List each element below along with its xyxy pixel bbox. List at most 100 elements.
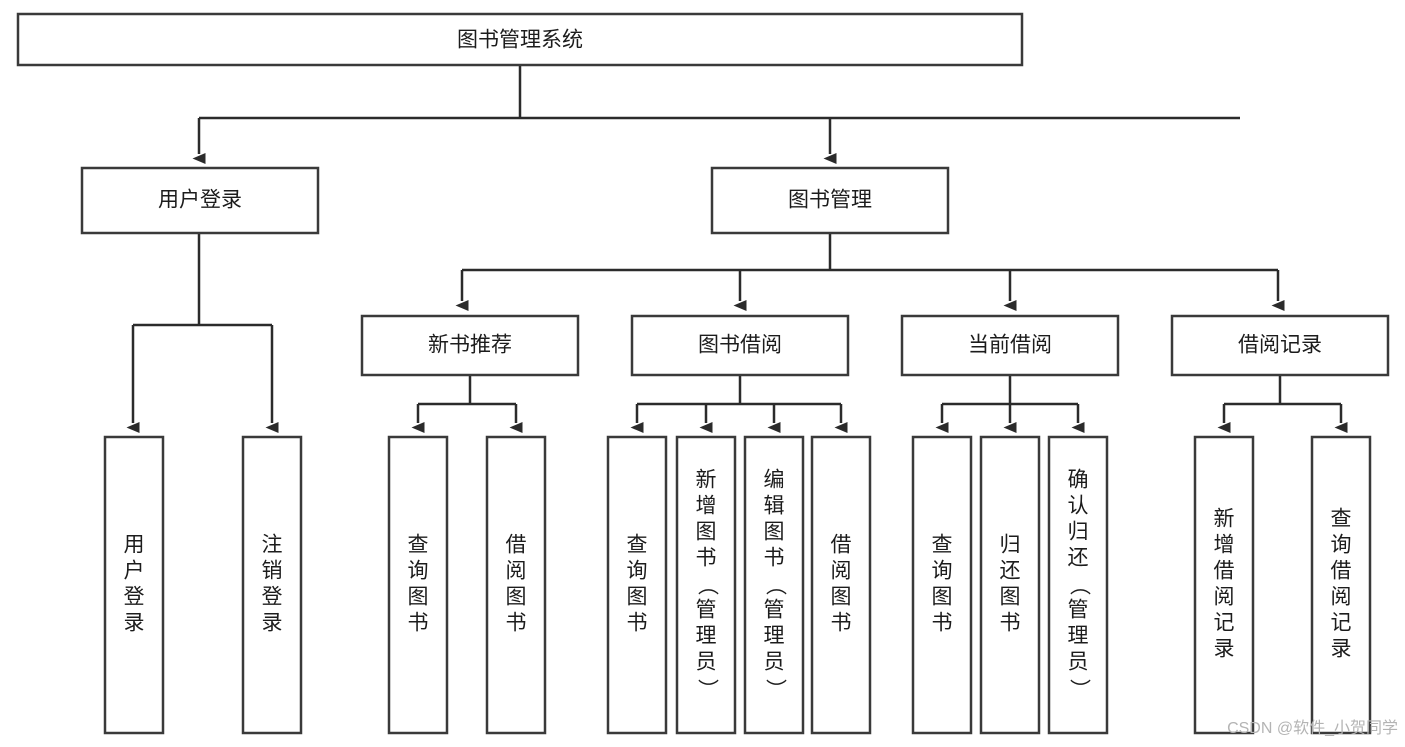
svg-text:用: 用 [124,534,145,557]
connectors-book-management [455,233,1285,311]
svg-text:阅: 阅 [831,560,852,583]
svg-text:书: 书 [627,612,648,635]
leaf-box[interactable] [606,435,668,735]
node-new-book-recommend-box[interactable] [360,314,580,377]
node-borrow-record-box[interactable] [1170,314,1390,377]
node-current-borrow[interactable]: 当前借阅 [900,314,1120,377]
svg-text:理: 理 [764,625,785,648]
leaf-box[interactable] [1047,435,1109,735]
node-book-management-label: 图书管理 [788,189,872,212]
leaf-box[interactable] [387,435,449,735]
svg-text:（: （ [763,575,786,596]
node-current-borrow-box[interactable] [900,314,1120,377]
svg-text:增: 增 [1214,534,1235,557]
leaf-user-login-0[interactable]: 用户登录 [103,435,165,735]
node-root-box[interactable] [16,12,1024,67]
svg-text:阅: 阅 [506,560,527,583]
node-book-borrow[interactable]: 图书借阅 [630,314,850,377]
svg-text:登: 登 [262,586,283,609]
node-book-borrow-label: 图书借阅 [698,334,782,357]
node-user-login[interactable]: 用户登录 [80,166,320,235]
leaf-box[interactable] [1310,435,1372,735]
svg-text:阅: 阅 [1331,586,1352,609]
svg-text:员: 员 [764,651,785,674]
svg-text:借: 借 [1214,560,1235,583]
svg-text:）: ） [1067,679,1090,700]
svg-text:书: 书 [506,612,527,635]
leaf-box[interactable] [1193,435,1255,735]
svg-text:书: 书 [932,612,953,635]
leaf-box[interactable] [743,435,805,735]
leaf-box[interactable] [103,435,165,735]
leaf-label: 用户登录 [124,534,145,635]
svg-text:借: 借 [506,534,527,557]
leaf-box[interactable] [911,435,973,735]
connectors-book-borrow [630,375,848,433]
svg-text:）: ） [695,679,718,700]
svg-text:借: 借 [1331,560,1352,583]
svg-text:询: 询 [1331,534,1352,557]
leaf-box[interactable] [241,435,303,735]
svg-text:录: 录 [124,612,145,635]
connectors-root [192,65,1240,164]
node-user-login-box[interactable] [80,166,320,235]
leaf-box[interactable] [810,435,872,735]
svg-text:员: 员 [1068,651,1089,674]
svg-text:销: 销 [262,560,283,583]
svg-text:图: 图 [932,586,953,609]
svg-text:）: ） [763,679,786,700]
svg-text:员: 员 [696,651,717,674]
svg-text:查: 查 [627,534,648,557]
svg-text:登: 登 [124,586,145,609]
svg-text:图: 图 [506,586,527,609]
svg-text:图: 图 [696,521,717,544]
node-new-book-recommend-label: 新书推荐 [428,334,512,357]
svg-text:归: 归 [1000,534,1021,557]
node-root[interactable]: 图书管理系统 [16,12,1024,67]
node-borrow-record-label: 借阅记录 [1238,334,1322,357]
node-new-book-recommend[interactable]: 新书推荐 [360,314,580,377]
svg-text:图: 图 [408,586,429,609]
connectors-borrow-record [1217,375,1348,433]
svg-text:（: （ [695,575,718,596]
svg-text:图: 图 [764,521,785,544]
svg-text:辑: 辑 [764,495,785,518]
svg-text:询: 询 [627,560,648,583]
connectors-current-borrow [935,375,1085,433]
svg-text:还: 还 [1068,547,1089,570]
svg-text:认: 认 [1068,495,1089,518]
node-user-login-label: 用户登录 [158,189,242,212]
svg-text:（: （ [1067,575,1090,596]
svg-text:还: 还 [1000,560,1021,583]
leaf-box[interactable] [485,435,547,735]
node-book-borrow-box[interactable] [630,314,850,377]
svg-text:管: 管 [764,599,785,622]
svg-text:查: 查 [1331,508,1352,531]
node-book-management[interactable]: 图书管理 [710,166,950,235]
node-book-management-box[interactable] [710,166,950,235]
leaf-box[interactable] [979,435,1041,735]
svg-text:归: 归 [1068,521,1089,544]
leaf-box[interactable] [675,435,737,735]
node-borrow-record[interactable]: 借阅记录 [1170,314,1390,377]
svg-text:书: 书 [831,612,852,635]
